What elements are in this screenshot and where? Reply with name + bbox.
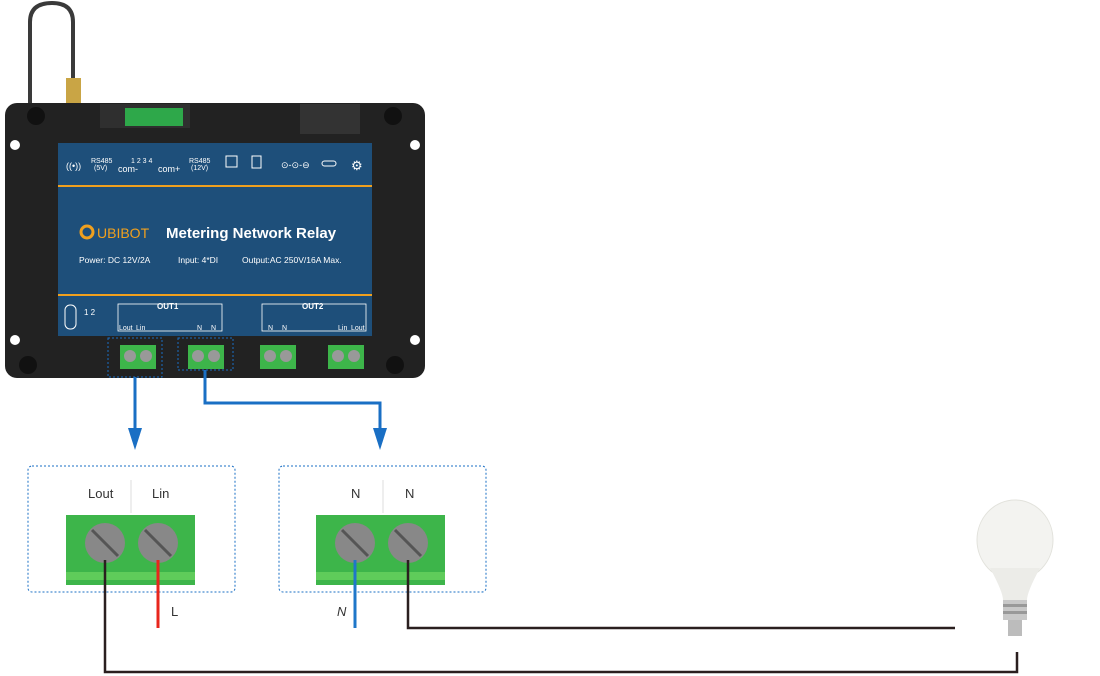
out2-lin: Lin (338, 325, 347, 332)
input-spec: Input: 4*DI (178, 255, 218, 265)
rs485-5v-sub: (5V) (94, 165, 107, 172)
usb-c-icon (321, 160, 337, 167)
out1-n1: N (197, 325, 202, 332)
power-spec: Power: DC 12V/2A (79, 255, 151, 265)
out1-n2: N (211, 325, 216, 332)
light-bulb-icon (976, 499, 1054, 636)
brand-name: UBIBOT (97, 225, 150, 241)
live-label: L (171, 604, 178, 619)
out1-lin: Lin (136, 325, 145, 332)
sim-icon (251, 155, 262, 169)
product-name: Metering Network Relay (166, 225, 337, 242)
label-n2: N (405, 486, 414, 501)
dc-power-icon: ⊙-⊙-⊖ (281, 160, 310, 170)
rs485-12v-sub: (12V) (191, 165, 208, 172)
com-minus-label: com- (118, 164, 138, 174)
di-numbers: 1 2 3 4 (131, 158, 153, 165)
out2-title: OUT2 (302, 302, 324, 311)
brand-row: UBIBOT Metering Network Relay Power: DC … (79, 224, 342, 265)
arrow-to-n (203, 370, 382, 432)
rs485-12v-label: RS485 (189, 158, 211, 165)
label-n1: N (351, 486, 360, 501)
led-indicator (64, 304, 77, 330)
load-wire-live (103, 560, 1019, 674)
detail-lout-lin: Lout Lin (27, 465, 236, 593)
antenna (28, 0, 81, 118)
ethernet-icon (225, 155, 238, 168)
out1-lout: Lout (119, 325, 133, 332)
label-lin: Lin (152, 486, 169, 501)
label-lout: Lout (88, 486, 114, 501)
out2-n1: N (268, 325, 273, 332)
neutral-label: N (337, 604, 347, 619)
detail-n-n: N N (278, 465, 487, 593)
com-plus-label: com+ (158, 164, 180, 174)
connector-arrows (133, 370, 382, 432)
arrowhead-left (128, 428, 142, 450)
out2-n2: N (282, 325, 287, 332)
led-labels: 1 2 (84, 308, 96, 317)
out1-title: OUT1 (157, 302, 179, 311)
output-spec: Output:AC 250V/16A Max. (242, 255, 342, 265)
output-panel: 1 2 OUT1 Lout Lin N N OUT2 N N Lin Lout (64, 302, 367, 332)
out2-lout: Lout (351, 325, 365, 332)
gear-icon: ⚙ (351, 158, 363, 173)
wireless-icon: ((•)) (66, 161, 81, 171)
rs485-5v-label: RS485 (91, 158, 113, 165)
load-wire-neutral (406, 560, 955, 630)
ubibot-logo-icon (79, 224, 95, 240)
top-port-labels: ((•)) RS485 (5V) 1 2 3 4 com- com+ RS485… (66, 155, 363, 174)
arrowhead-right (373, 428, 387, 450)
